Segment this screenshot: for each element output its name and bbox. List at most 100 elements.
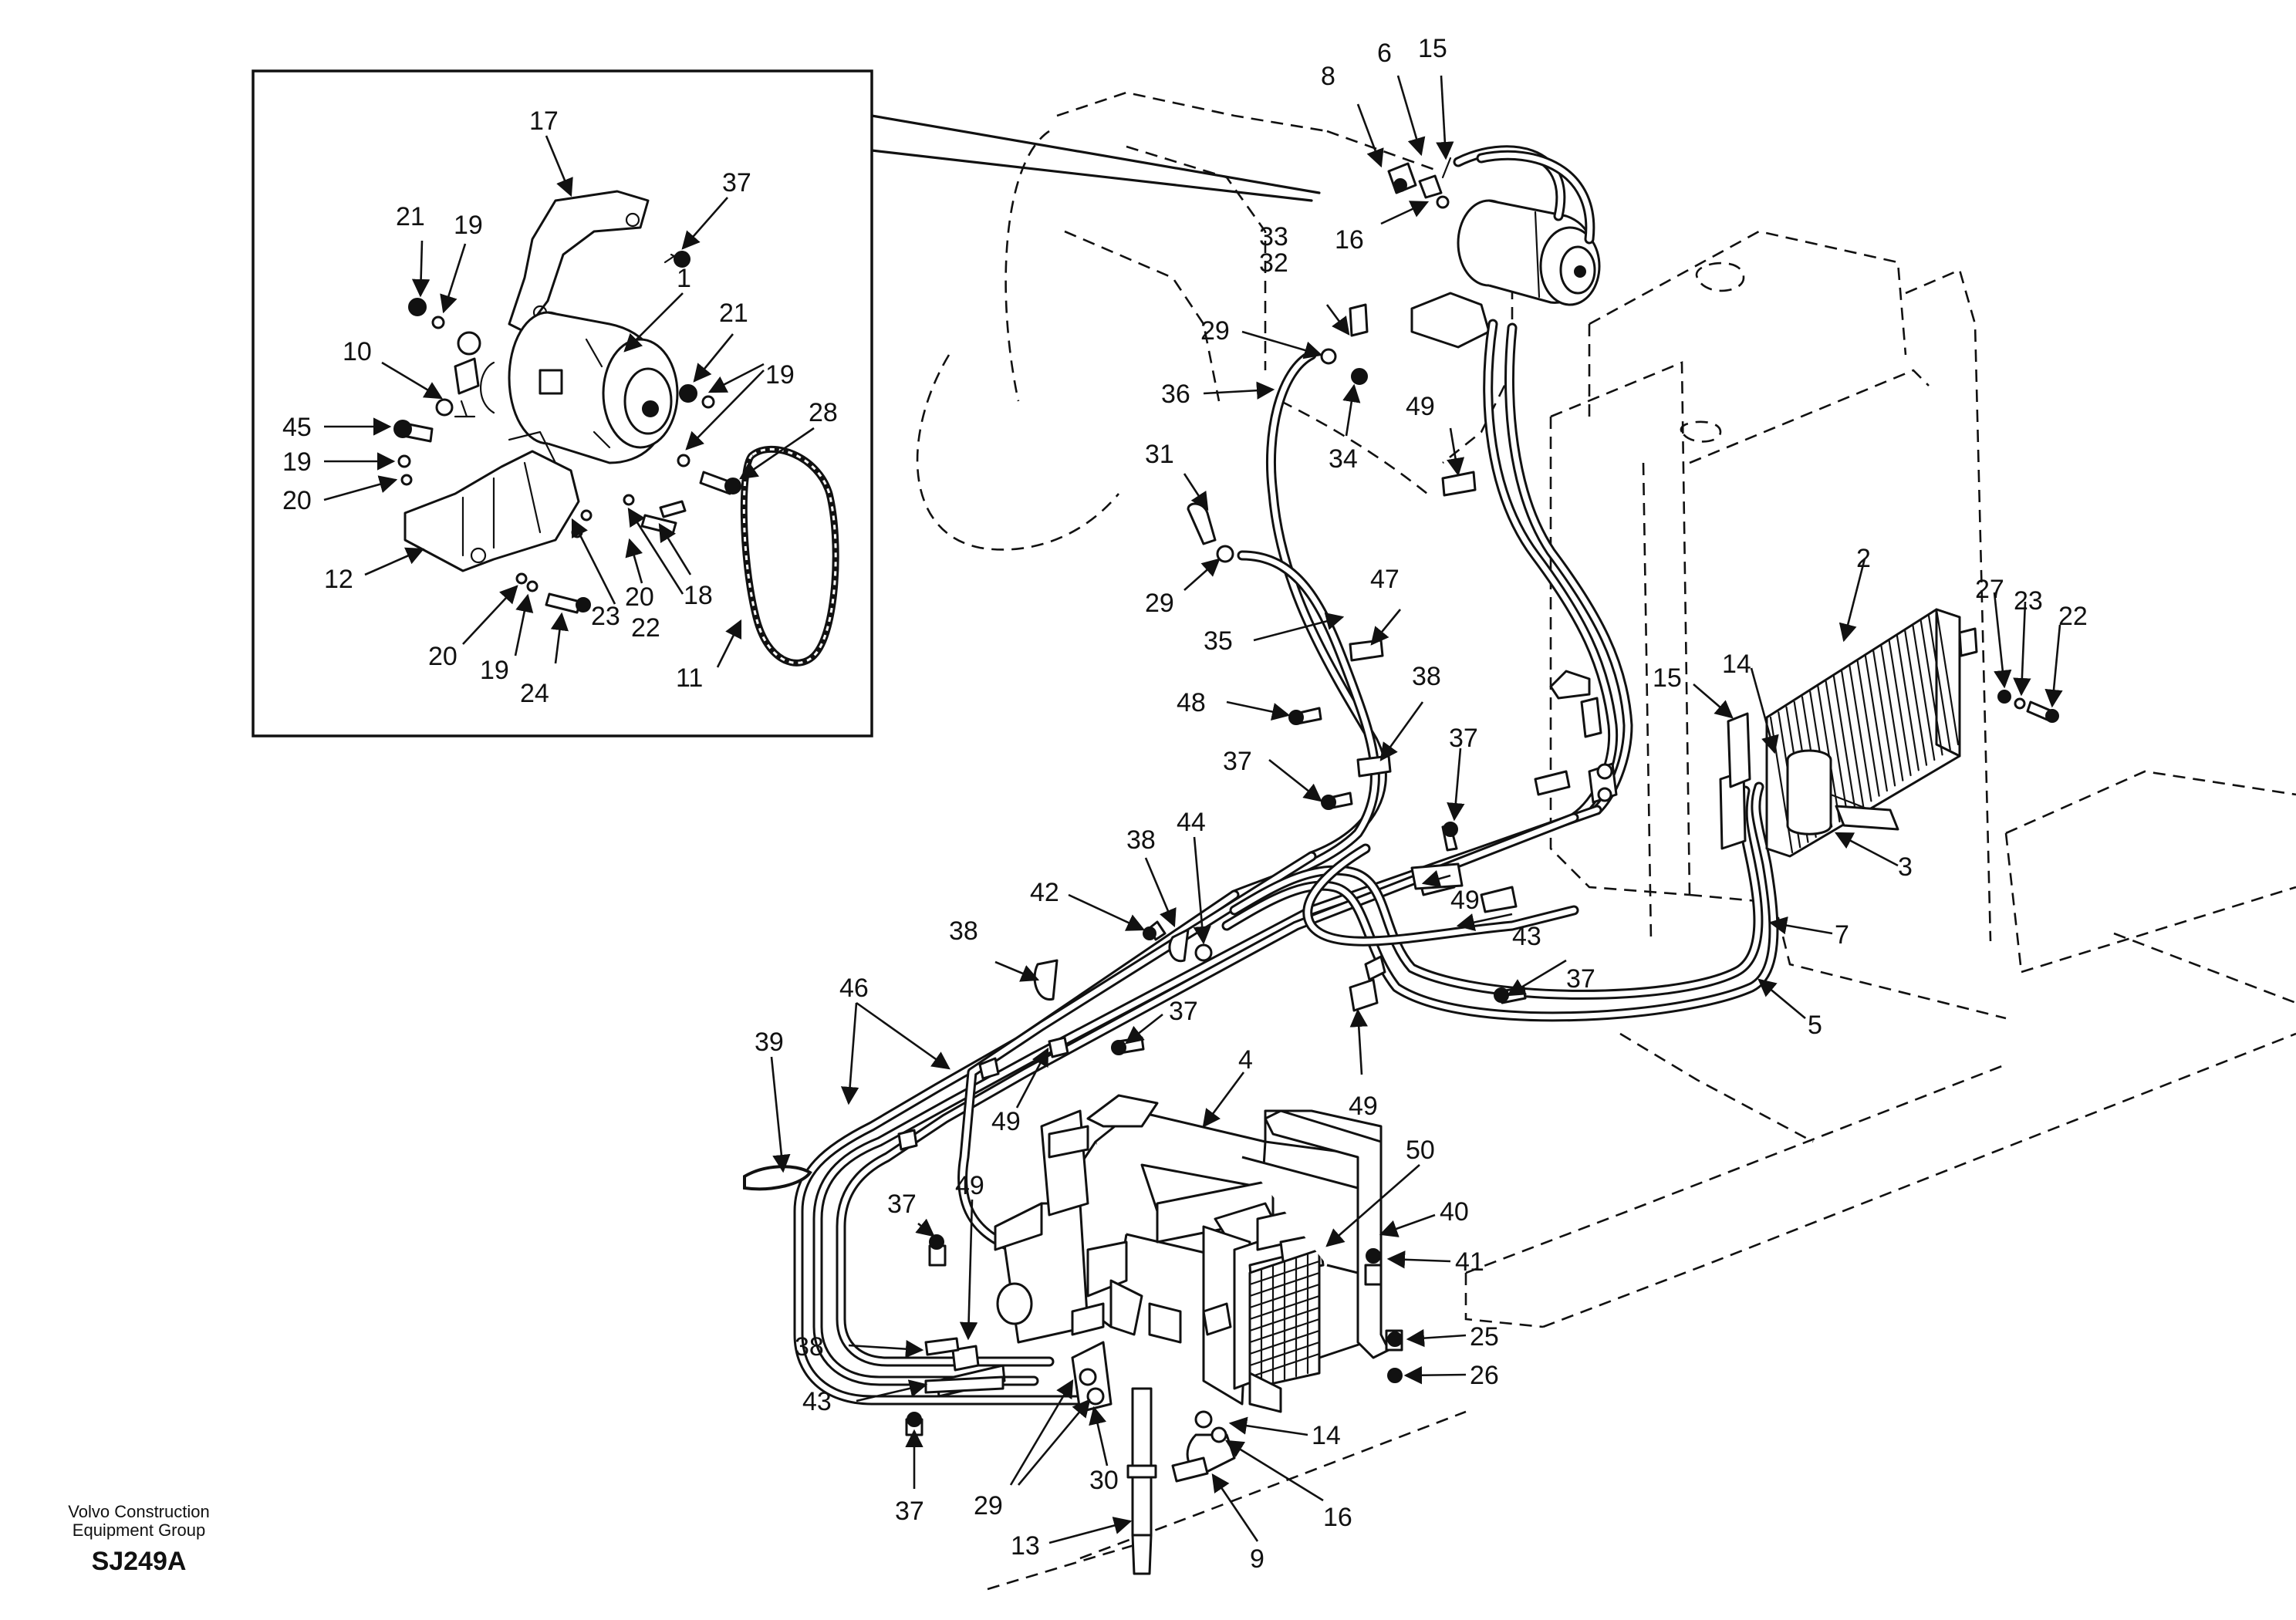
callout-43: 43 [802,1387,832,1416]
inset-belt [740,445,839,667]
callout-14: 14 [1722,650,1751,679]
frame-outline [987,770,2296,1591]
callout-33: 33 [1259,222,1288,251]
callout-17: 17 [529,106,559,136]
callout-36: 36 [1161,380,1190,409]
callout-37: 37 [1223,747,1252,776]
callout-8: 8 [1321,62,1335,91]
inset-mounting-bracket [403,430,580,572]
callout-11: 11 [676,663,703,693]
callout-10: 10 [343,337,372,366]
callout-35: 35 [1204,626,1233,656]
heater-fittings [1071,1302,1113,1413]
callout-49: 49 [1406,392,1435,421]
callout-47: 47 [1370,565,1400,594]
receiver-drier [1786,690,2059,835]
callout-37: 37 [722,168,751,197]
company-name-line1: Volvo Construction [68,1502,209,1521]
callout-45: 45 [282,413,312,442]
callout-41: 41 [1455,1247,1484,1277]
callout-21: 21 [719,299,748,328]
callout-37: 37 [887,1190,917,1219]
hvac-bracket [1248,1109,1390,1413]
callout-20: 20 [282,486,312,515]
callout-31: 31 [1145,440,1174,469]
callout-15: 15 [1653,663,1682,693]
callout-leaders [323,75,2063,1544]
callout-29: 29 [1145,589,1174,618]
callout-32: 32 [1259,248,1288,278]
callout-19: 19 [282,447,312,477]
callout-19: 19 [480,656,509,685]
callout-46: 46 [839,974,869,1003]
callout-19: 19 [765,360,795,390]
callout-49: 49 [1349,1092,1378,1121]
hose-clamps [897,471,1591,1398]
callout-23: 23 [591,602,620,631]
callout-20: 20 [428,642,458,671]
callout-34: 34 [1329,444,1358,474]
callout-14: 14 [1312,1421,1341,1450]
callout-40: 40 [1440,1197,1469,1227]
callout-50: 50 [1406,1136,1435,1165]
callout-48: 48 [1177,688,1206,717]
callout-22: 22 [2058,602,2088,631]
main-compressor [1410,199,1601,349]
callout-49: 49 [955,1171,984,1200]
callout-5: 5 [1808,1011,1822,1040]
callout-4: 4 [1238,1045,1253,1075]
callout-38: 38 [949,916,978,946]
company-name-line2: Equipment Group [73,1520,205,1540]
callout-38: 38 [1126,825,1156,855]
callout-23: 23 [2014,586,2043,616]
callout-labels: 17 37 21 19 1 21 10 19 28 45 19 20 12 23… [282,34,2088,1574]
drawing-code: SJ249A [92,1547,187,1576]
callout-13: 13 [1011,1531,1040,1561]
callout-19: 19 [454,211,483,240]
callout-43: 43 [1512,922,1541,951]
callout-38: 38 [795,1332,824,1362]
callout-2: 2 [1856,544,1871,573]
callout-29: 29 [974,1491,1003,1520]
callout-21: 21 [396,202,425,231]
callout-37: 37 [1449,724,1478,753]
callout-25: 25 [1470,1322,1499,1352]
callout-37: 37 [895,1497,924,1526]
callout-29: 29 [1200,316,1230,346]
inset-detail-box [252,69,1321,737]
hvac-bolts [905,1234,1403,1436]
callout-16: 16 [1323,1503,1352,1532]
callout-6: 6 [1377,39,1392,68]
inset-fasteners [393,251,741,614]
callout-37: 37 [1566,964,1595,994]
callout-20: 20 [625,582,654,612]
radiator-outline [1549,230,1992,942]
callout-1: 1 [677,264,691,293]
callout-22: 22 [631,613,660,643]
main-fasteners [1111,303,1618,1055]
callout-28: 28 [809,398,838,427]
callout-49: 49 [1450,886,1480,915]
callout-3: 3 [1898,852,1913,882]
callout-27: 27 [1975,575,2004,604]
inset-adjuster [435,331,481,418]
callout-18: 18 [684,581,713,610]
callout-38: 38 [1412,662,1441,691]
callout-37: 37 [1169,997,1198,1026]
drain-hose [1126,1387,1236,1575]
callout-49: 49 [991,1107,1021,1136]
footer: Volvo Construction Equipment Group SJ249… [68,1502,209,1576]
callout-12: 12 [324,565,353,594]
inset-compressor [480,311,679,464]
compressor-fittings [1387,157,1452,209]
callout-44: 44 [1177,808,1206,837]
callout-7: 7 [1835,920,1849,950]
engine-outline [916,91,1514,551]
callout-39: 39 [755,1028,784,1057]
callout-26: 26 [1470,1361,1499,1390]
callout-9: 9 [1250,1544,1264,1574]
tie-strap [743,1165,812,1191]
callout-30: 30 [1089,1466,1119,1495]
callout-15: 15 [1418,34,1447,63]
